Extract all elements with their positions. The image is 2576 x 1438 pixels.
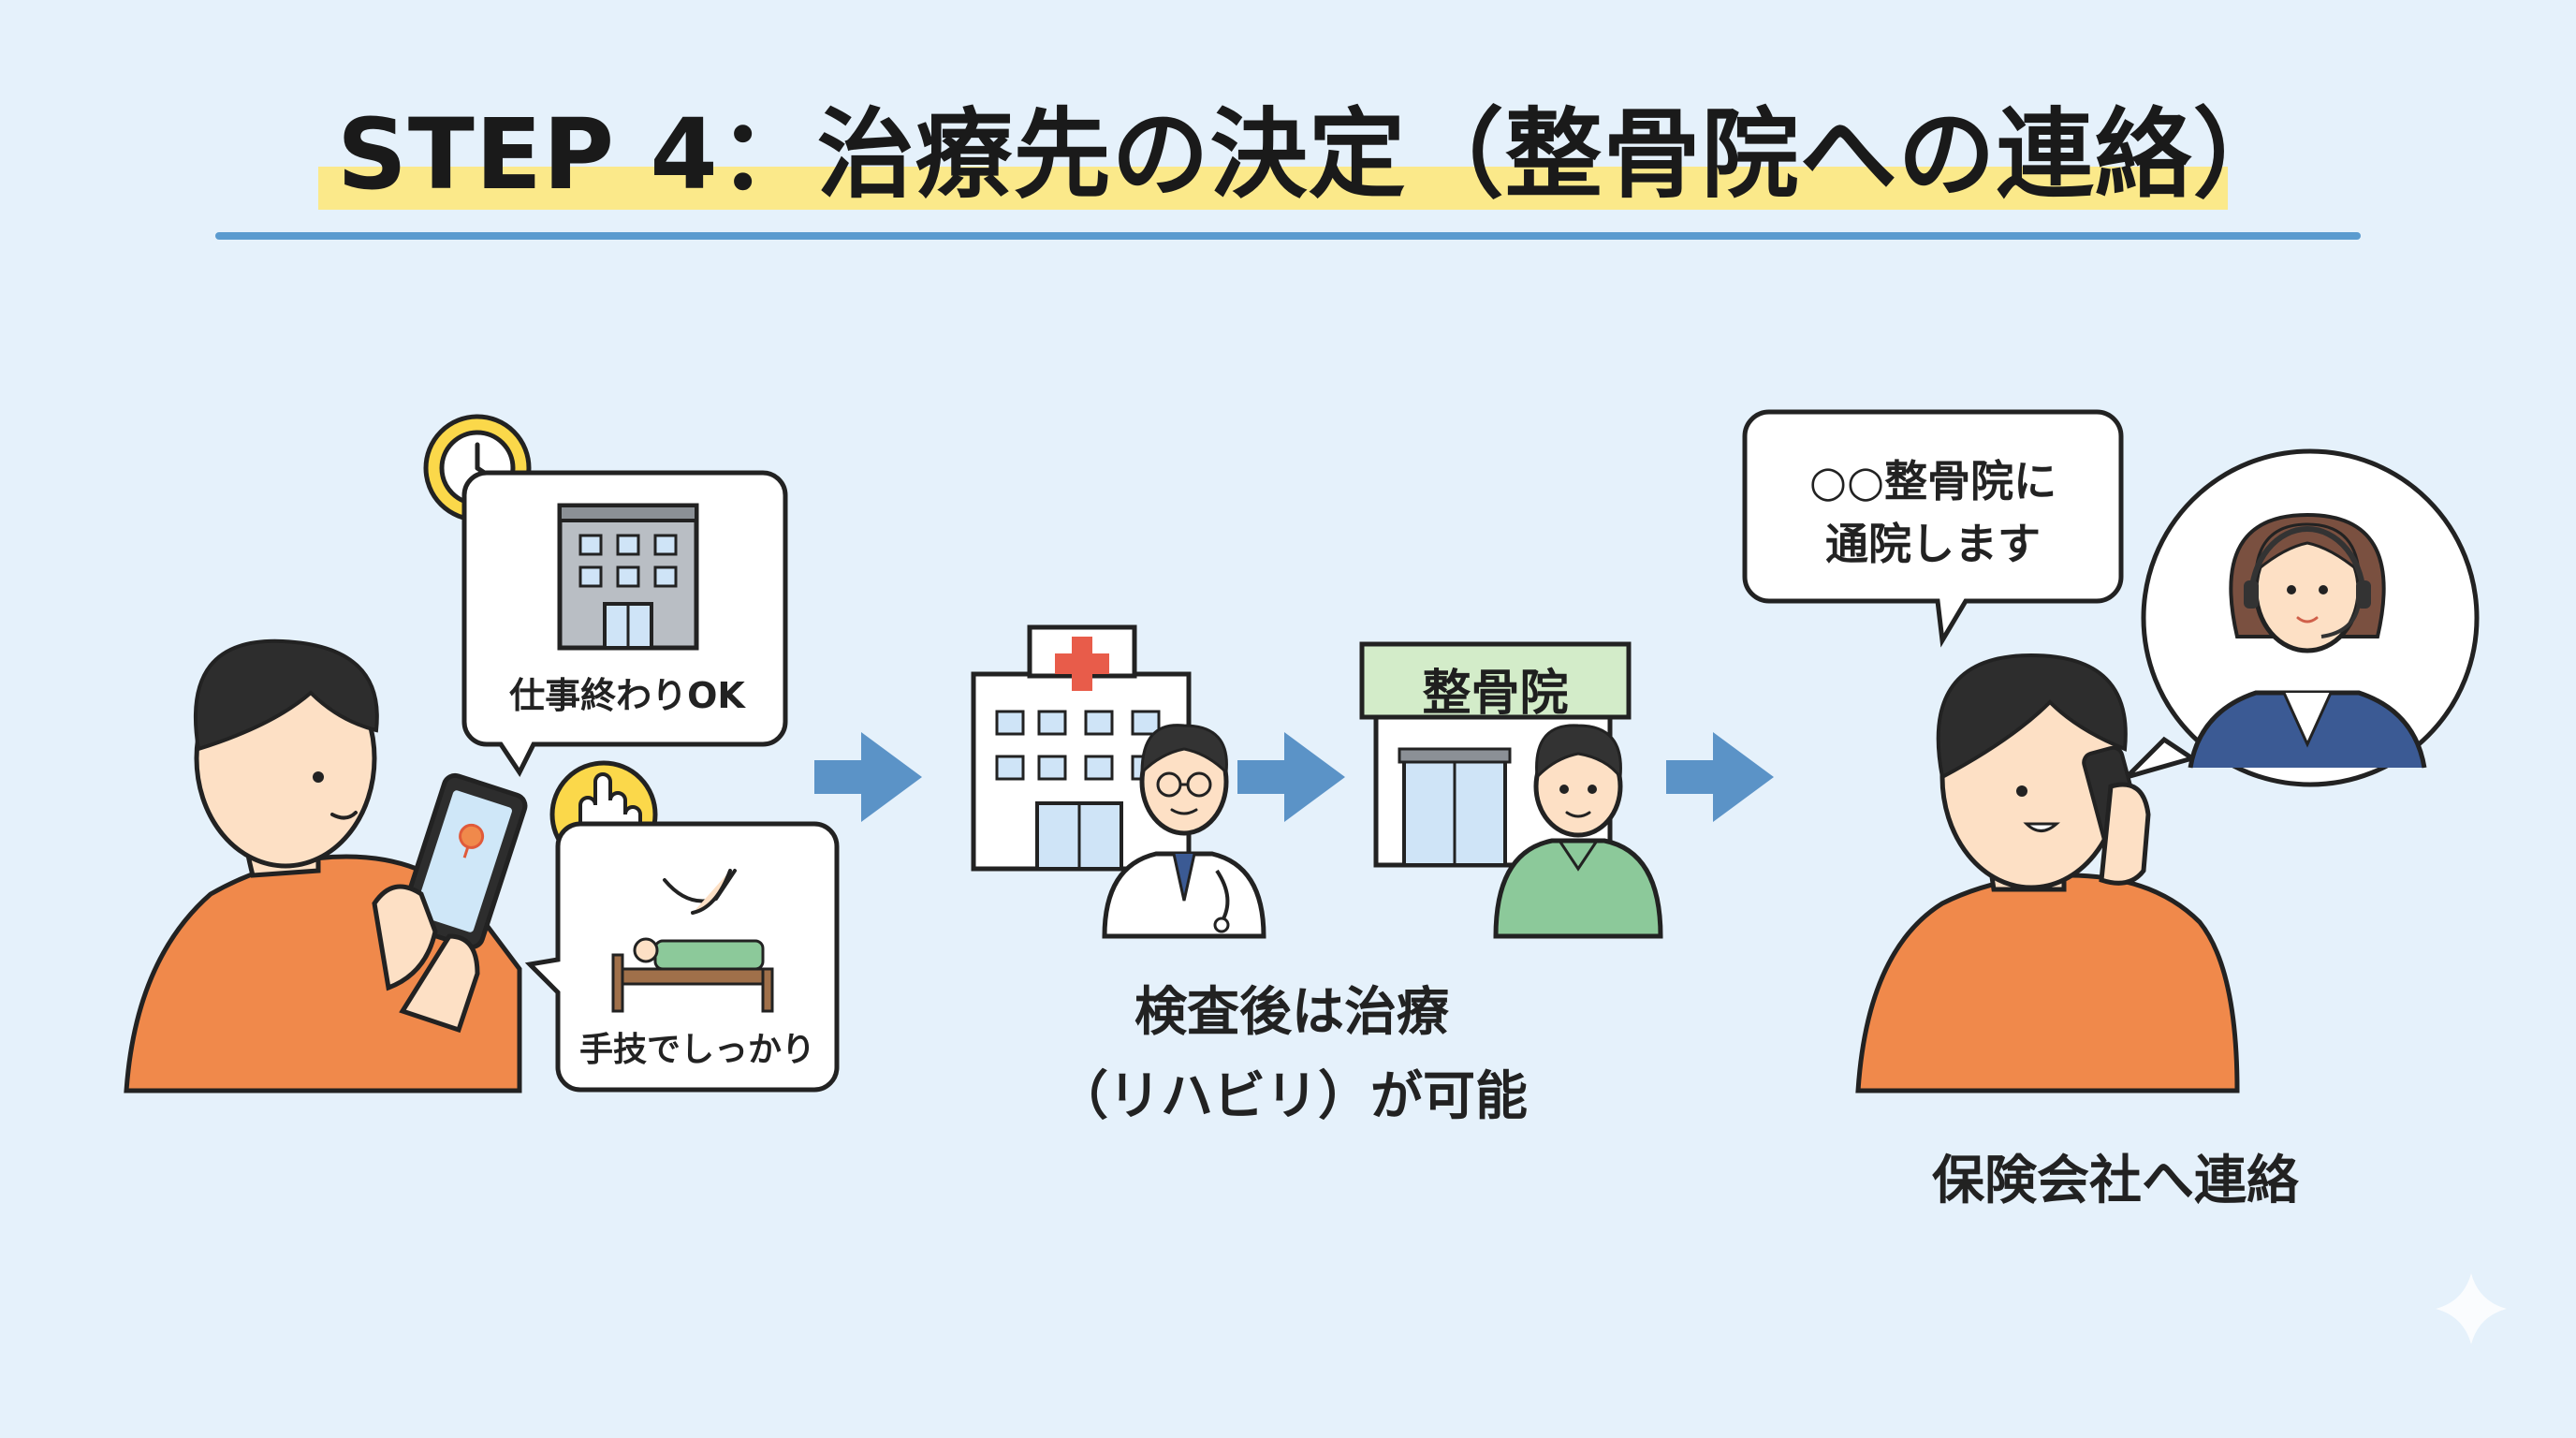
speech-line1: ○○整骨院に (1808, 456, 2057, 506)
person-calling (1855, 653, 2240, 1093)
speech-line2: 通院します (1825, 519, 2041, 569)
bubble-manual (524, 821, 840, 1093)
arrow-2 (1237, 732, 1345, 822)
person-with-phone (124, 638, 528, 1093)
bubble-evening (461, 470, 788, 777)
flow-arrows (814, 732, 1774, 822)
caption-insurance: 保険会社へ連絡 (1932, 1151, 2299, 1211)
operator-bubble (2118, 448, 2480, 787)
title-divider (215, 232, 2361, 240)
speech-bubble-user (1742, 409, 2124, 648)
caption-treatment-line1: 検査後は治療 (1134, 982, 1449, 1043)
title-highlight (318, 167, 2228, 210)
bubble-evening-label: 仕事終わりOK (509, 675, 745, 716)
doctor-figure (1102, 724, 1266, 939)
arrow-1 (814, 732, 922, 822)
caption-treatment-line2: （リハビリ）が可能 (1056, 1066, 1528, 1127)
therapist-figure (1493, 724, 1663, 939)
arrow-3 (1666, 732, 1774, 822)
bubble-manual-label: 手技でしっかり (578, 1031, 815, 1069)
page-title: STEP 4：治療先の決定（整骨院への連絡） (337, 97, 2291, 212)
title-area: STEP 4：治療先の決定（整骨院への連絡） (318, 94, 2291, 215)
clinic-sign-label: 整骨院 (1422, 666, 1569, 722)
sparkle-icon (2436, 1273, 2507, 1344)
